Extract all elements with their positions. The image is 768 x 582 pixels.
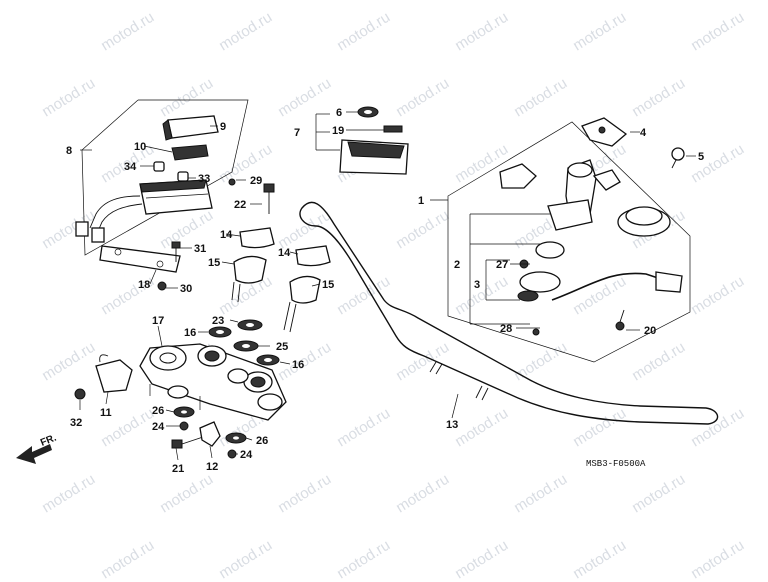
callout-15-right: 15	[322, 279, 334, 291]
part-33-grommet	[177, 171, 189, 182]
part-20-bolt	[615, 309, 625, 331]
part-13-handlebar	[299, 201, 719, 425]
callout-21: 21	[172, 463, 184, 475]
callout-33: 33	[198, 173, 210, 185]
callout-14-left: 14	[220, 229, 233, 241]
part-key-switch-body	[499, 159, 621, 231]
part-22-bolt	[263, 183, 275, 214]
part-9-indicator-cover	[162, 115, 219, 141]
part-16-washer-left	[208, 326, 232, 338]
callout-28: 28	[500, 323, 512, 335]
part-7-cover	[339, 139, 409, 175]
callout-26-left: 26	[152, 405, 164, 417]
part-16-washer-right	[256, 354, 280, 366]
callout-1: 1	[418, 195, 424, 207]
callout-8: 8	[66, 145, 72, 157]
part-24-nut-right	[227, 449, 237, 459]
callout-30: 30	[180, 283, 192, 295]
callout-19: 19	[332, 125, 344, 137]
leader-lines	[79, 111, 696, 461]
callout-34: 34	[124, 161, 137, 173]
callout-22: 22	[234, 199, 246, 211]
part-15-lower-holder-left	[231, 255, 267, 303]
part-26-washer-left	[173, 406, 195, 418]
part-28-screw	[532, 328, 540, 336]
part-5-screw	[671, 147, 685, 169]
part-29-screw	[228, 178, 236, 186]
callout-25: 25	[276, 341, 288, 353]
part-31-bolt	[171, 241, 181, 262]
callout-11: 11	[100, 407, 112, 419]
front-direction-arrow: FR.	[16, 432, 58, 464]
part-10-lens	[171, 144, 209, 161]
part-wire-harness	[551, 271, 683, 301]
part-4-cover	[581, 117, 628, 147]
callout-17: 17	[152, 315, 164, 327]
part-switch-core	[517, 241, 565, 302]
part-11-cable-clamp	[95, 354, 133, 393]
callout-31: 31	[194, 243, 206, 255]
callout-13: 13	[446, 419, 458, 431]
part-32-bolt	[74, 388, 86, 400]
direction-label: FR.	[39, 432, 58, 448]
callout-20: 20	[644, 325, 656, 337]
part-14-upper-holder-left	[239, 227, 275, 249]
callout-27: 27	[496, 259, 508, 271]
part-30-nut	[157, 281, 167, 291]
diagram-code: MSB3-F0500A	[586, 459, 646, 469]
callout-24-left: 24	[152, 421, 165, 433]
callout-labels: 1 2 3 4 5 6 7 8 9 10 11 12 13 14 14 15 1…	[66, 107, 704, 475]
part-34-grommet	[153, 161, 165, 172]
callout-2: 2	[454, 259, 460, 271]
part-fuel-cap	[617, 206, 671, 237]
callout-4: 4	[640, 127, 647, 139]
part-6-grommet	[357, 106, 379, 118]
callout-16-left: 16	[184, 327, 196, 339]
ignition-group-box	[430, 121, 691, 363]
part-24-nut-left	[179, 421, 189, 431]
callout-6: 6	[336, 107, 342, 119]
callout-26-right: 26	[256, 435, 268, 447]
part-25-washer	[233, 340, 259, 352]
part-15-lower-holder-right	[283, 275, 321, 333]
callout-32: 32	[70, 417, 82, 429]
callout-7: 7	[294, 127, 300, 139]
callout-18: 18	[138, 279, 150, 291]
callout-14-right: 14	[278, 247, 291, 259]
part-12-clamp	[199, 421, 221, 447]
part-14-upper-holder-right	[295, 245, 331, 267]
callout-10: 10	[134, 141, 146, 153]
part-21-bolt	[171, 435, 207, 449]
callout-12: 12	[206, 461, 218, 473]
callout-15-left: 15	[208, 257, 220, 269]
callout-24-right: 24	[240, 449, 253, 461]
callout-3: 3	[474, 279, 480, 291]
part-19-seal	[383, 125, 403, 133]
part-indicator-unit	[75, 179, 213, 243]
callout-16-right: 16	[292, 359, 304, 371]
part-23-washer	[237, 319, 263, 331]
part-26-washer-right	[225, 432, 247, 444]
callout-29: 29	[250, 175, 262, 187]
callout-5: 5	[698, 151, 704, 163]
callout-23: 23	[212, 315, 224, 327]
part-18-bracket	[99, 245, 181, 273]
part-17-top-bridge	[139, 343, 287, 421]
callout-9: 9	[220, 121, 226, 133]
